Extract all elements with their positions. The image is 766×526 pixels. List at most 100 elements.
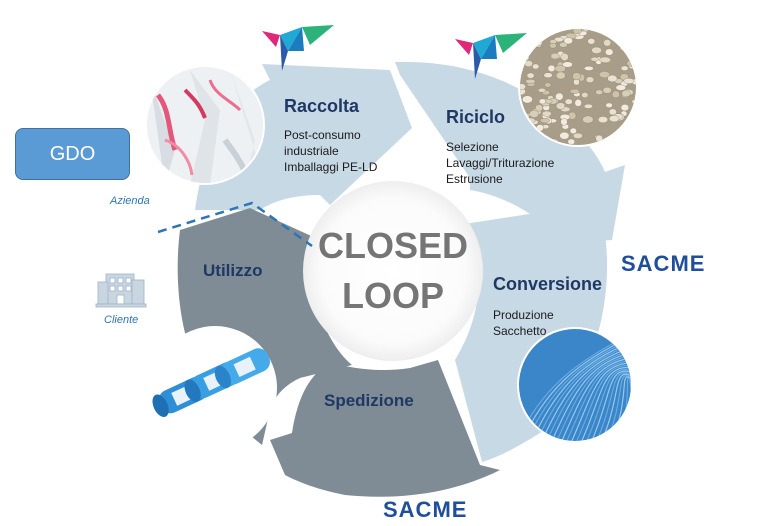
pellet: [527, 29, 539, 31]
center-text-line1: CLOSED: [318, 225, 468, 266]
riciclo-photo: [518, 27, 638, 147]
pellet: [581, 92, 589, 99]
pellet: [520, 83, 526, 90]
pellet: [590, 56, 599, 62]
utilizzo-title: Utilizzo: [203, 261, 263, 280]
raccolta-photo: [145, 65, 265, 185]
cliente-caption: Cliente: [104, 314, 139, 326]
pellet: [599, 71, 610, 79]
pellet: [533, 29, 545, 37]
pellet: [526, 72, 535, 79]
segment-spedizione: [270, 360, 500, 497]
riciclo-title: Riciclo: [446, 107, 505, 127]
pellet: [532, 63, 540, 70]
bird-logo-right: [455, 33, 527, 79]
pellet: [547, 29, 557, 31]
riciclo-detail-1: Selezione: [446, 140, 499, 154]
pellet: [609, 115, 620, 123]
utilizzo-photo: [152, 326, 277, 450]
pellet: [607, 74, 618, 83]
pellet: [584, 66, 594, 71]
pellet: [559, 131, 570, 140]
raccolta-detail-2: industriale: [284, 144, 339, 158]
pellet: [550, 52, 560, 60]
pellet: [585, 76, 595, 83]
pellet: [545, 99, 553, 104]
pellet: [538, 88, 547, 93]
pellet: [522, 95, 533, 104]
conversione-photo: [517, 327, 649, 445]
pellet: [560, 53, 569, 61]
sacme-logo-right: SACME: [621, 251, 706, 276]
pellet: [538, 98, 546, 105]
pellet: [526, 39, 533, 47]
pellet: [573, 132, 583, 139]
azienda-caption: Azienda: [110, 195, 150, 207]
pellet: [542, 110, 552, 117]
pellet: [524, 40, 533, 48]
pellet: [525, 79, 536, 84]
pellet: [549, 43, 557, 49]
pellet: [535, 104, 543, 112]
pellet: [624, 29, 636, 36]
pellet: [615, 84, 626, 91]
pellet: [584, 103, 593, 109]
pellet: [591, 46, 602, 54]
center-circle: [303, 181, 483, 361]
bird-logo-left: [262, 25, 334, 71]
pellet: [599, 56, 611, 63]
pellet: [605, 48, 614, 56]
pellet: [544, 82, 552, 88]
pellet: [598, 116, 609, 124]
pellet: [555, 92, 564, 101]
pellet: [569, 127, 577, 134]
conversione-detail-1: Produzione: [493, 308, 554, 322]
pellet: [572, 29, 583, 35]
pellet: [569, 88, 580, 94]
pellet: [602, 87, 612, 94]
pellet: [564, 98, 573, 105]
pellet: [533, 29, 543, 30]
pellet: [605, 102, 613, 108]
spool-filament: [599, 373, 631, 441]
riciclo-detail-3: Estrusione: [446, 172, 503, 186]
pellet: [574, 99, 582, 107]
pellet: [562, 61, 573, 68]
pellet: [624, 43, 633, 51]
center-text-line2: LOOP: [342, 275, 444, 316]
spool-filament: [635, 382, 644, 445]
pellet: [632, 29, 636, 31]
pellet: [611, 90, 620, 99]
conversione-detail-2: Sacchetto: [493, 324, 547, 338]
pellet: [609, 142, 617, 145]
raccolta-title: Raccolta: [284, 96, 360, 116]
pellet: [587, 38, 596, 45]
pellet: [627, 120, 636, 126]
pellet: [623, 77, 635, 84]
pellet: [620, 65, 629, 71]
gdo-box: GDO: [15, 128, 130, 180]
pellet: [567, 138, 575, 145]
bag-roll-3: [214, 348, 270, 389]
pellet: [524, 29, 533, 37]
spedizione-title: Spedizione: [324, 391, 414, 410]
pellet: [621, 89, 631, 98]
pellet: [628, 134, 636, 142]
pellet: [620, 104, 630, 112]
segment-riciclo: [395, 61, 625, 245]
pellet: [556, 71, 566, 80]
pellet: [543, 72, 553, 78]
pellet: [595, 89, 604, 95]
pellet: [547, 64, 556, 72]
spool-filament: [637, 383, 649, 445]
raccolta-detail-1: Post-consumo: [284, 128, 361, 142]
pellet: [555, 102, 566, 110]
sacme-logo-bottom: SACME: [383, 497, 468, 522]
pellet: [603, 39, 612, 47]
pellet: [582, 115, 594, 124]
pellet: [540, 117, 550, 124]
pellet: [529, 110, 539, 118]
pellet: [627, 35, 636, 41]
